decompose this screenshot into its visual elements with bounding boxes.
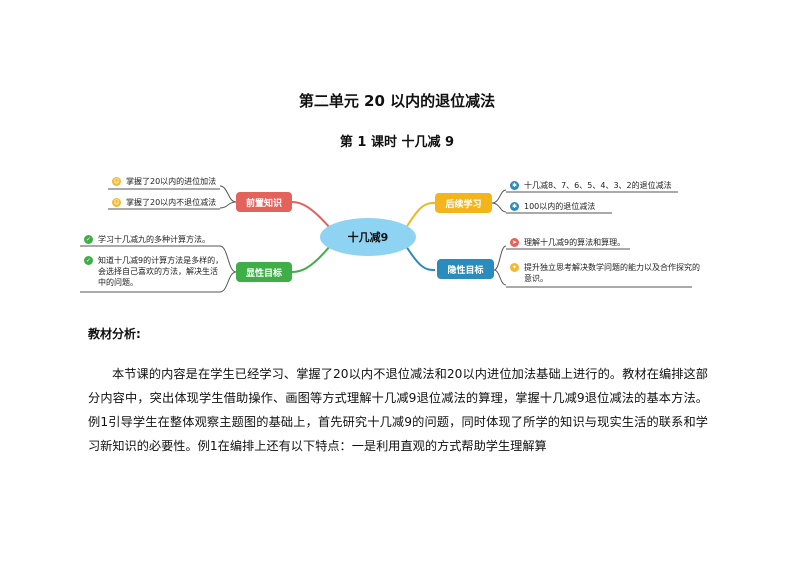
mindmap-center-node: 十几减9 (320, 218, 416, 256)
node-explicit-goal: 显性目标 (236, 262, 292, 282)
leaf-implicit-1: ➤ 理解十几减9的算法和算理。 (510, 238, 626, 247)
leaf-implicit-2: ✦ 提升独立思考解决数学问题的能力以及合作探究的意识。 (510, 263, 700, 283)
leaf-follow-1: ✱ 十几减8、7、6、5、4、3、2的退位减法 (510, 181, 672, 190)
leaf-prior-1: ☺ 掌握了20以内的进位加法 (112, 177, 217, 186)
node-prior-knowledge: 前置知识 (236, 192, 292, 212)
analysis-paragraph: 本节课的内容是在学生已经学习、掌握了20以内不退位减法和20以内进位加法基础上进… (88, 367, 708, 453)
check-icon: ✓ (84, 256, 93, 265)
leaf-follow-2: ✱ 100以内的退位减法 (510, 202, 596, 211)
leaf-explicit-1: ✓ 学习十几减九的多种计算方法。 (84, 235, 210, 244)
smiley-icon: ☺ (112, 177, 121, 186)
page-title: 第二单元 20 以内的退位减法 (298, 92, 496, 110)
flag-icon: ➤ (510, 238, 519, 247)
section-heading: 教材分析: (88, 327, 141, 341)
smiley-icon: ☺ (112, 198, 121, 207)
lesson-subtitle: 第 1 课时 十几减 9 (339, 135, 455, 150)
star-icon: ✱ (510, 181, 519, 190)
leaf-explicit-2: ✓ 知道十几减9的计算方法是多样的，会选择自己喜欢的方法，解决生活中的问题。 (84, 256, 224, 287)
connector-follow (405, 202, 436, 229)
check-icon: ✓ (84, 235, 93, 244)
leaf-prior-2: ☺ 掌握了20以内不退位减法 (112, 198, 217, 207)
star-icon: ✱ (510, 202, 519, 211)
mindmap-connectors (80, 185, 692, 293)
connector-implicit (405, 245, 436, 271)
connector-explicit (291, 245, 331, 273)
node-implicit-goal: 隐性目标 (437, 259, 494, 279)
connector-prior (291, 201, 331, 229)
lightbulb-icon: ✦ (510, 263, 519, 272)
node-follow-up-learning: 后续学习 (435, 193, 492, 213)
